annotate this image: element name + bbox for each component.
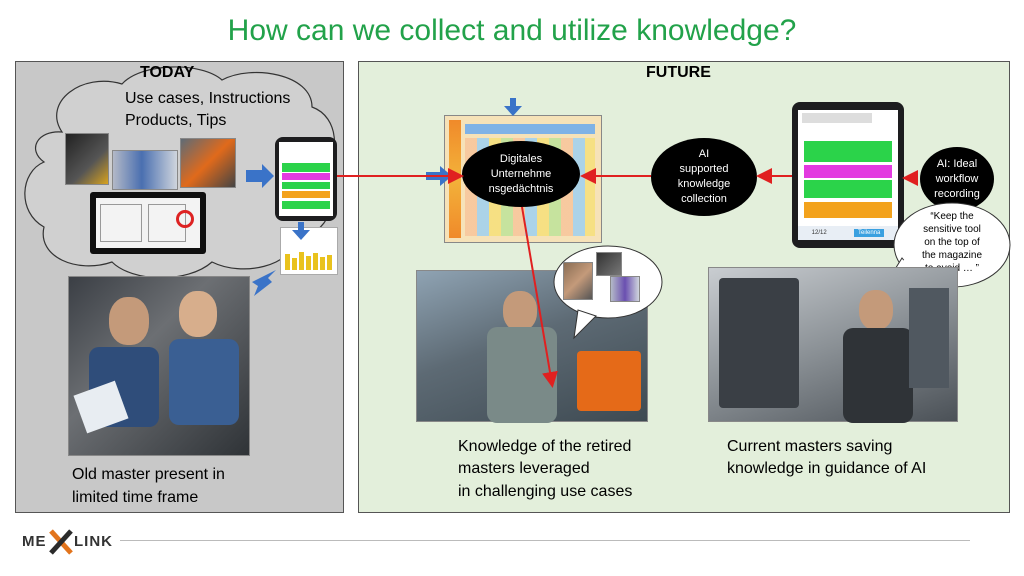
cad-image — [112, 150, 178, 190]
phone-page-indicator: 12/12 — [811, 229, 827, 236]
ai-collection-line2: supported — [679, 163, 729, 175]
old-master-photo — [68, 276, 250, 456]
mexlink-logo: ME LINK — [22, 528, 118, 556]
right-caption-line2: knowledge in guidance of AI — [727, 460, 927, 477]
machine-part-image — [180, 138, 236, 188]
quote-line1: “Keep the — [930, 211, 974, 222]
phone-next-button[interactable]: Teilenna — [853, 228, 885, 237]
today-phone — [275, 137, 337, 221]
ai-collection-line3: knowledge — [677, 178, 731, 190]
ai-collection-line1: AI — [698, 148, 710, 160]
mid-caption-line2: masters leveraged — [458, 460, 590, 477]
logo-text-right: LINK — [74, 533, 113, 550]
ai-collection-line4: collection — [681, 193, 727, 205]
mid-caption-line3: in challenging use cases — [458, 483, 633, 500]
memory-label-line1: Digitales — [499, 152, 543, 165]
cad-thumb — [610, 276, 640, 302]
today-caption-line2: limited time frame — [72, 489, 199, 506]
today-heading: TODAY — [140, 64, 195, 81]
cloud-text-line1: Use cases, Instructions — [125, 90, 291, 107]
ai-workflow-line2: workflow — [935, 172, 979, 185]
tool-image — [65, 133, 109, 185]
quote-line4: the magazine — [921, 250, 983, 261]
logo-text-left: ME — [22, 533, 47, 550]
mid-caption-line1: Knowledge of the retired — [458, 438, 632, 455]
memory-label-line3: nsgedächtnis — [488, 182, 554, 195]
future-phone: 12/12 Teilenna — [792, 102, 904, 248]
quote-line2: sensitive tool — [923, 224, 981, 235]
stats-chart-image — [280, 227, 338, 275]
quote-line3: on the top of — [924, 237, 980, 248]
footer-divider — [120, 540, 970, 541]
right-caption-line1: Current masters saving — [727, 438, 893, 455]
master-portrait-thumb — [563, 262, 593, 300]
ai-workflow-line3: recording — [934, 187, 980, 200]
tablet-image — [90, 192, 206, 254]
today-caption-line1: Old master present in — [72, 466, 225, 483]
cloud-text-line2: Products, Tips — [125, 112, 227, 129]
future-heading: FUTURE — [646, 64, 711, 81]
ai-workflow-oval: AI: Ideal workflow recording — [920, 147, 994, 211]
logo-x-icon — [49, 529, 73, 555]
page-title: How can we collect and utilize knowledge… — [227, 14, 797, 47]
ai-workflow-line1: AI: Ideal — [936, 157, 978, 170]
quote-text: “Keep the sensitive tool on the top of t… — [902, 210, 1002, 275]
ai-collection-oval: AI supported knowledge collection — [651, 138, 757, 216]
memory-label-line2: Unternehme — [490, 167, 552, 180]
tool-thumb — [596, 252, 622, 276]
current-masters-photo — [708, 267, 958, 423]
digital-memory-oval: Digitales Unternehme nsgedächtnis — [462, 141, 580, 207]
